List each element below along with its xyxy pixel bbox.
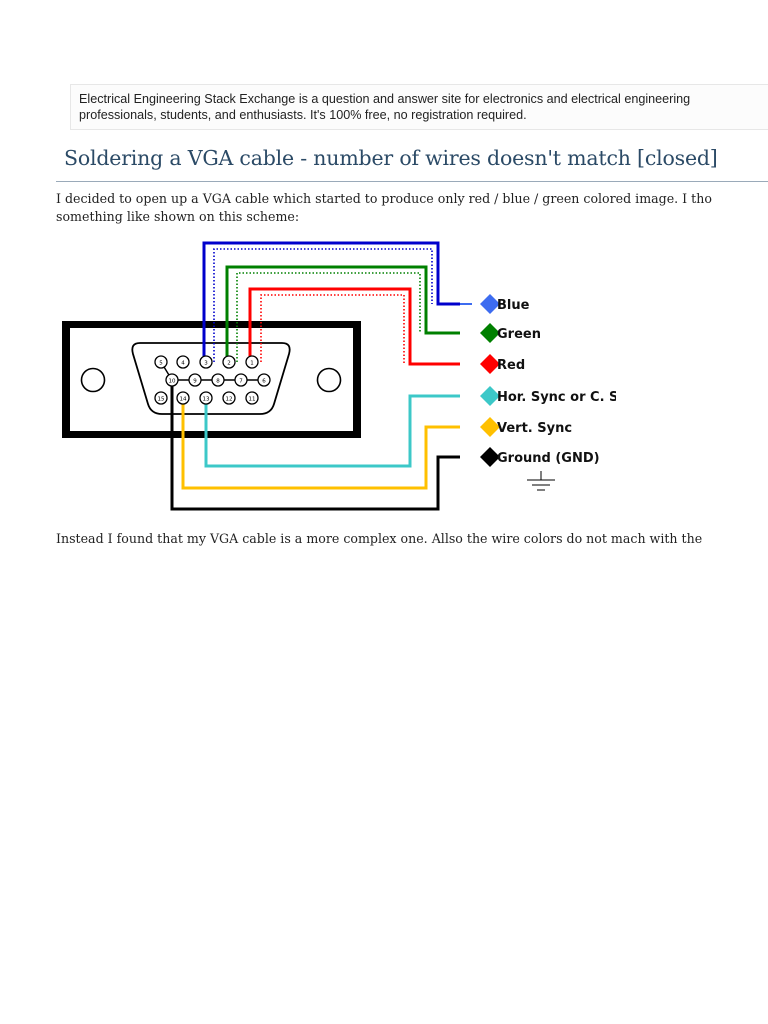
wire-hsync xyxy=(204,394,460,468)
wire-blue xyxy=(202,241,460,362)
legend-item-4: Vert. Sync xyxy=(480,417,572,437)
wire-blue-shield xyxy=(213,248,433,362)
pin-13: 13 xyxy=(199,391,213,405)
body-line-1: I decided to open up a VGA cable which s… xyxy=(56,191,712,206)
pin-15: 15 xyxy=(154,391,168,405)
legend-item-0: Blue xyxy=(480,294,530,314)
legend-item-2: Red xyxy=(480,354,525,374)
legend-item-5: Ground (GND) xyxy=(480,447,600,467)
svg-text:3: 3 xyxy=(204,360,208,366)
pin-9: 9 xyxy=(188,373,202,387)
site-info-banner: Electrical Engineering Stack Exchange is… xyxy=(70,84,768,130)
pin-3: 3 xyxy=(199,355,213,369)
banner-text-line-2: professionals, students, and enthusiasts… xyxy=(79,108,527,122)
legend-item-1: Green xyxy=(480,323,541,343)
pin-14: 14 xyxy=(176,391,190,405)
legend-label: Ground (GND) xyxy=(497,451,600,466)
legend-diamond xyxy=(480,386,500,406)
svg-text:6: 6 xyxy=(262,378,266,384)
question-body-paragraph-1: I decided to open up a VGA cable which s… xyxy=(56,190,720,226)
pin-1: 1 xyxy=(245,355,259,369)
connector-pins: 5 4 3 2 1 10 9 8 7 6 15 14 13 12 11 xyxy=(154,355,271,405)
svg-text:15: 15 xyxy=(158,396,165,402)
svg-text:2: 2 xyxy=(227,360,231,366)
wire-green-shield xyxy=(236,272,421,362)
svg-text:9: 9 xyxy=(193,378,197,384)
pin-4: 4 xyxy=(176,355,190,369)
mounting-hole-left xyxy=(80,367,106,393)
question-title[interactable]: Soldering a VGA cable - number of wires … xyxy=(64,146,718,170)
svg-text:5: 5 xyxy=(159,360,163,366)
wire-red xyxy=(248,287,460,366)
svg-text:8: 8 xyxy=(216,378,220,384)
pin-8: 8 xyxy=(211,373,225,387)
svg-text:13: 13 xyxy=(203,396,210,402)
legend-label: Green xyxy=(497,327,541,342)
pin-2: 2 xyxy=(222,355,236,369)
pin-7: 7 xyxy=(234,373,248,387)
svg-text:11: 11 xyxy=(249,396,256,402)
pin-11: 11 xyxy=(245,391,259,405)
svg-text:7: 7 xyxy=(239,378,243,384)
banner-text-line-1: Electrical Engineering Stack Exchange is… xyxy=(79,92,691,106)
pin-10: 10 xyxy=(165,373,179,387)
wire-green xyxy=(225,265,460,362)
body-line-2: something like shown on this scheme: xyxy=(56,209,300,224)
pin-12: 12 xyxy=(222,391,236,405)
legend-diamond xyxy=(480,354,500,374)
pin-5: 5 xyxy=(154,355,168,369)
svg-text:10: 10 xyxy=(169,378,176,384)
question-body-paragraph-2: Instead I found that my VGA cable is a m… xyxy=(56,531,703,546)
svg-text:1: 1 xyxy=(250,360,254,366)
svg-text:12: 12 xyxy=(226,396,233,402)
legend-diamond xyxy=(480,447,500,467)
mounting-hole-right xyxy=(316,367,342,393)
legend-label: Hor. Sync or C. S. xyxy=(497,390,616,405)
legend-diamond xyxy=(480,417,500,437)
legend-item-3: Hor. Sync or C. S. xyxy=(480,386,616,406)
wire-vsync xyxy=(181,398,460,490)
svg-text:4: 4 xyxy=(181,360,185,366)
legend-diamond xyxy=(480,294,500,314)
legend-label: Vert. Sync xyxy=(497,421,572,436)
legend-diamond xyxy=(480,323,500,343)
ground-symbol xyxy=(527,471,555,491)
svg-text:14: 14 xyxy=(180,396,187,402)
title-divider xyxy=(56,181,768,182)
legend-label: Red xyxy=(497,358,525,373)
legend-label: Blue xyxy=(497,298,530,313)
pin-6: 6 xyxy=(257,373,271,387)
wire-ground xyxy=(170,380,460,511)
